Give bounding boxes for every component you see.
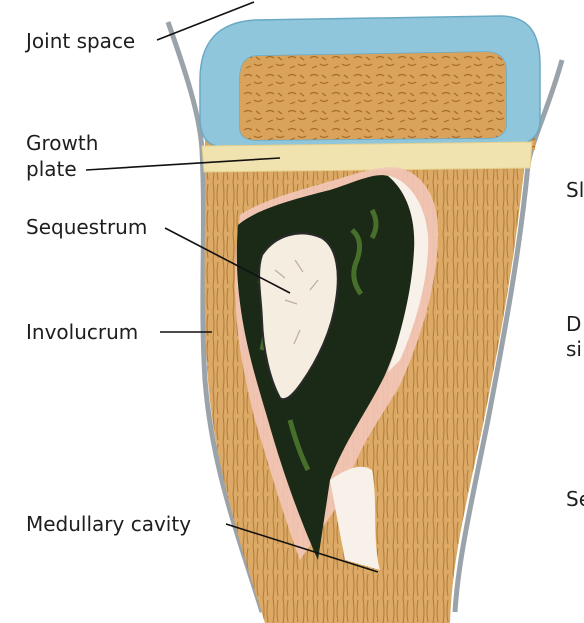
sequestrum-fragment [258, 232, 339, 401]
epiphysis-core [240, 52, 506, 140]
label-right-cut-2b: si [566, 337, 582, 361]
label-sequestrum: Sequestrum [26, 215, 147, 239]
pus-lining [388, 176, 429, 372]
label-right-cut-1: Sl [566, 178, 584, 202]
growth-plate [201, 141, 533, 173]
label-growth-plate-line2: plate [26, 157, 77, 181]
medullary-gap [330, 466, 380, 570]
label-right-cut-2a: D [566, 312, 581, 336]
leader-sequestrum [164, 227, 291, 294]
sequestrum-texture [274, 259, 319, 345]
leader-growth-plate [85, 157, 281, 171]
label-growth-plate-line1: Growth [26, 131, 98, 155]
leader-medullary-cavity [225, 523, 379, 573]
label-medullary-cavity: Medullary cavity [26, 512, 191, 536]
label-joint-space: Joint space [24, 29, 135, 53]
label-involucrum: Involucrum [26, 320, 138, 344]
label-right-cut-3: Se [566, 487, 584, 511]
leader-joint-space [156, 1, 255, 41]
periosteum-left [165, 21, 265, 613]
